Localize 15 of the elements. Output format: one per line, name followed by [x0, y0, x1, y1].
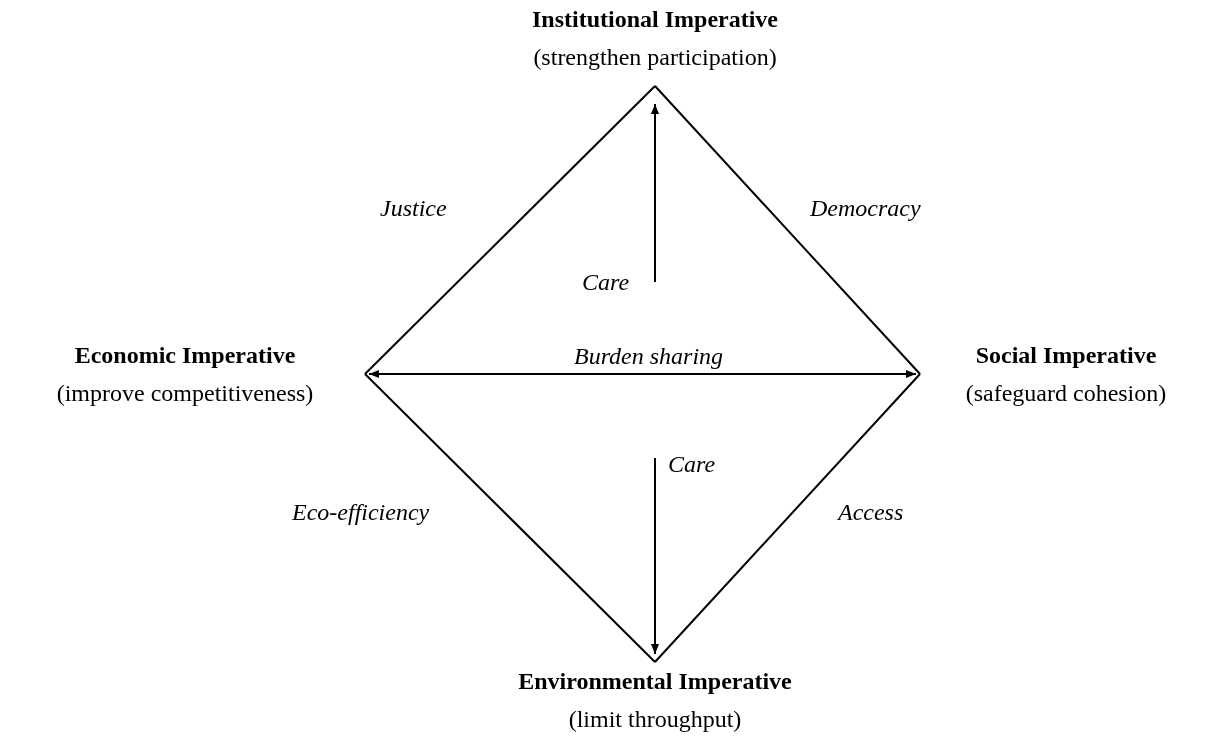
imperative-title: Social Imperative — [974, 341, 1158, 370]
imperative-subtitle: (strengthen participation) — [532, 43, 778, 72]
arrow — [651, 457, 659, 655]
imperative-subtitle: (improve competitiveness) — [55, 379, 315, 408]
imperative-title: Institutional Imperative — [531, 5, 779, 34]
connector-line — [364, 373, 656, 663]
connector-line — [364, 85, 656, 375]
imperative-title: Environmental Imperative — [517, 667, 793, 696]
double-arrow — [368, 370, 917, 378]
imperative-subtitle: (safeguard cohesion) — [964, 379, 1168, 408]
arrow — [651, 103, 659, 283]
imperative-title: Economic Imperative — [73, 341, 297, 370]
imperative-subtitle: (limit throughput) — [567, 705, 743, 734]
connector-line — [654, 85, 921, 375]
connector-line — [654, 373, 921, 663]
